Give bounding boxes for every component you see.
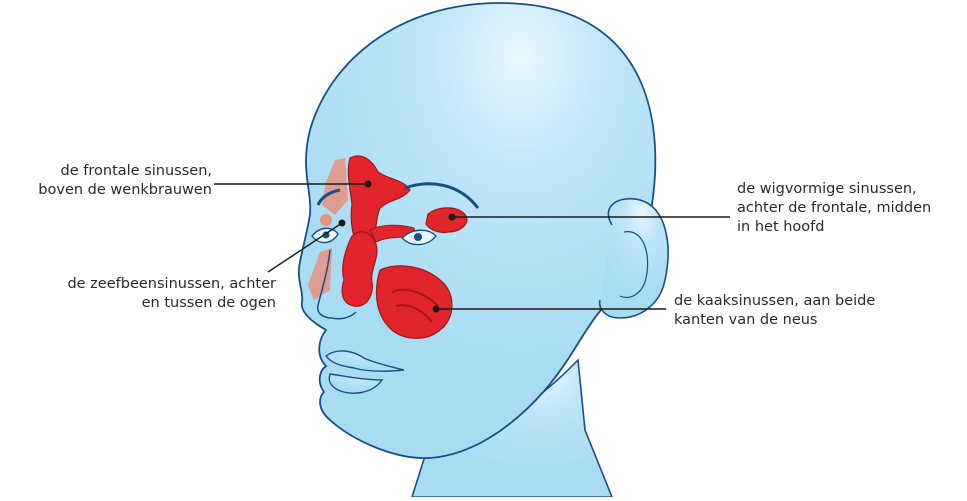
sphenoid-sinus-label: de wigvormige sinussen, achter de fronta…	[737, 180, 931, 237]
sphenoid-leader-dot	[449, 214, 456, 221]
sphenoid-label-line2: achter de frontale, midden	[737, 199, 931, 218]
ethmoid-label-line2: en tussen de ogen	[0, 294, 276, 313]
sphenoid-sinus	[426, 208, 467, 233]
frontal-label-line1: de frontale sinussen,	[0, 162, 212, 181]
maxillary-label-line1: de kaaksinussen, aan beide	[674, 292, 875, 311]
maxillary-leader-dot	[433, 306, 440, 313]
right-pupil	[414, 233, 422, 241]
ethmoid-bone-shade	[320, 214, 332, 226]
frontal-sinus-label: de frontale sinussen, boven de wenkbrauw…	[0, 162, 212, 200]
sphenoid-label-line1: de wigvormige sinussen,	[737, 180, 931, 199]
ethmoid-leader-dot	[339, 220, 346, 227]
frontal-leader-dot	[365, 181, 372, 188]
ethmoid-sinus-label: de zeefbeensinussen, achter en tussen de…	[0, 275, 276, 313]
maxillary-sinus-label: de kaaksinussen, aan beide kanten van de…	[674, 292, 875, 330]
ethmoid-label-line1: de zeefbeensinussen, achter	[0, 275, 276, 294]
maxillary-label-line2: kanten van de neus	[674, 311, 875, 330]
sphenoid-label-line3: in het hoofd	[737, 218, 931, 237]
frontal-label-line2: boven de wenkbrauwen	[0, 181, 212, 200]
